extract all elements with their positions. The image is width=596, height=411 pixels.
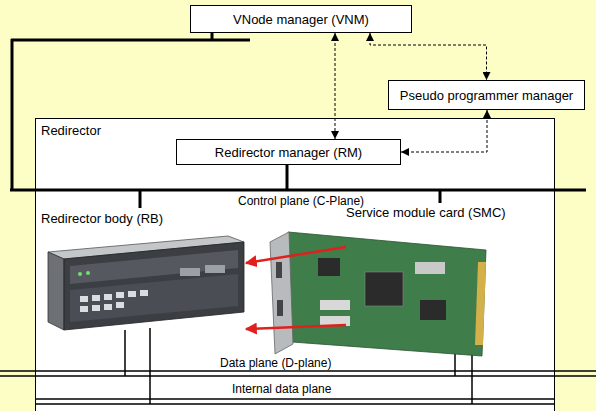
router-chassis [48,236,244,330]
dashed-arrow [401,110,487,152]
device-group: Service module card (SMC) [346,205,510,355]
data-plane-line [0,370,596,372]
wire [124,330,126,376]
component [415,262,445,274]
chassis-slot [70,274,238,322]
wire [11,39,14,190]
port [140,290,148,296]
red-arrow [246,247,346,263]
panel [180,268,200,276]
device-label: Service module card (SMC) [346,205,506,220]
dashed-arrow [335,33,336,139]
plane-label: Data plane (D-plane) [220,356,331,370]
memory [320,300,350,310]
led [78,272,82,276]
port [80,306,88,312]
port [116,302,124,308]
chip [420,300,446,320]
control-plane-line [10,189,586,192]
port [92,295,100,301]
wire [471,353,473,404]
plane-label: Internal data plane [232,382,331,396]
faceplate-port [276,262,282,278]
wire [454,352,456,376]
port [128,291,136,297]
internal-plane-line [35,398,555,400]
chassis-front [64,242,244,330]
region-heading: Redirector [41,123,101,138]
red-arrow [246,325,346,329]
control-wires [10,33,586,208]
manager-box: Pseudo programmer manager [388,80,585,110]
faceplate-port [277,300,283,316]
panel [205,265,225,273]
wire [439,190,442,203]
wire [11,39,250,42]
chip [365,272,403,306]
led [86,271,90,275]
port [116,292,124,298]
faceplate [270,232,293,354]
manager-box: VNode manager (VNM) [190,5,412,33]
chip [318,258,340,276]
box-label: Pseudo programmer manager [400,88,573,103]
redirector-ground [35,118,555,411]
wire [149,328,151,404]
port [80,296,88,302]
manager-box: Redirector manager (RM) [176,139,401,165]
box-label: VNode manager (VNM) [233,12,369,27]
device-group: Redirector body (RB) [41,211,246,333]
module-card [270,232,486,356]
port [104,294,112,300]
chassis-side [48,252,64,330]
wire [286,164,289,190]
plane-label: Control plane (C-Plane) [238,194,364,208]
dashed-arrow [370,33,487,80]
edge-connector [475,262,486,345]
internal-plane-line [35,403,555,405]
port [104,304,112,310]
device-label: Redirector body (RB) [41,211,163,226]
port [92,305,100,311]
data-plane-line [0,375,596,377]
wire [139,190,142,208]
data-plane-lines [0,371,596,404]
box-label: Redirector manager (RM) [215,145,362,160]
ports [80,265,225,312]
